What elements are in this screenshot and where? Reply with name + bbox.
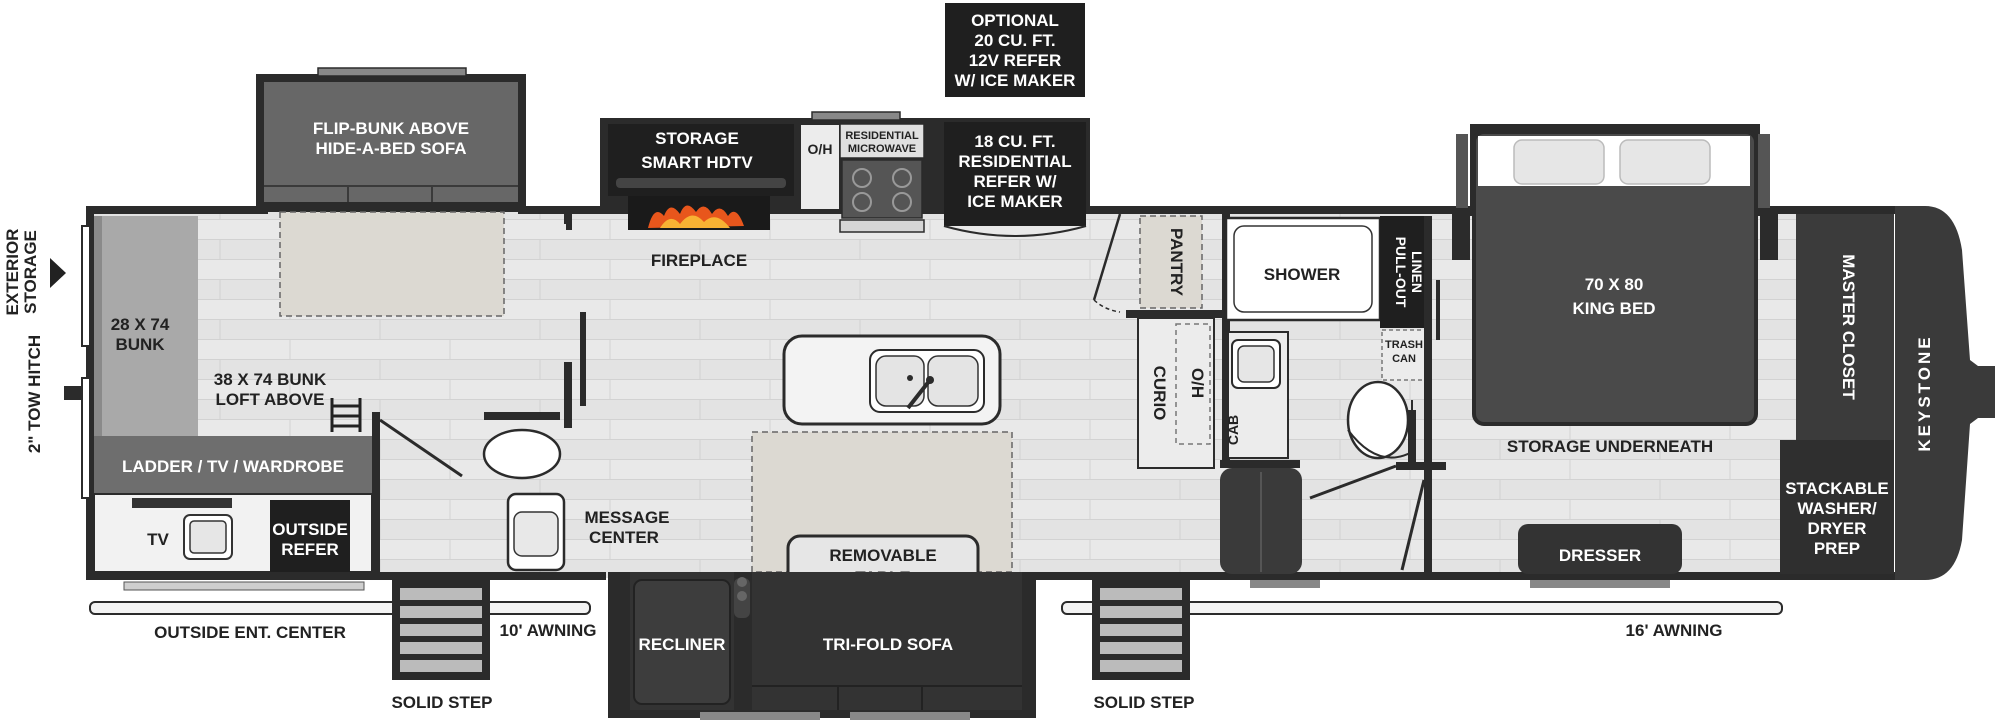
flip-bunk-label-2: HIDE-A-BED SOFA (315, 139, 466, 158)
outside-refer-label-2: REFER (281, 540, 339, 559)
linen-label-1: PULL-OUT (1393, 237, 1409, 308)
outside-refer-label-1: OUTSIDE (272, 520, 348, 539)
message-center-label-1: MESSAGE (584, 508, 669, 527)
pantry (1139, 215, 1203, 309)
solid-step-right-label: SOLID STEP (1093, 693, 1194, 712)
loft-label-1: 38 X 74 BUNK (214, 370, 327, 389)
hide-a-bed-extended (279, 211, 505, 317)
optional-refer (945, 3, 1085, 97)
fireplace-label: FIREPLACE (651, 251, 747, 270)
hitch-pin (64, 386, 82, 400)
washer-dryer-prep (1780, 440, 1894, 574)
washer-label-1: STACKABLE (1785, 479, 1889, 498)
microwave-label-1: RESIDENTIAL (845, 130, 919, 142)
awning-left (89, 601, 591, 615)
toilet-icon-halfbath (482, 428, 562, 480)
exterior-door-upper (81, 225, 91, 347)
optional-refer-label-1: OPTIONAL (971, 11, 1059, 30)
bed-label-1: 70 X 80 (1585, 275, 1644, 294)
oh-side-label: O/H (1188, 368, 1207, 398)
tv-label: TV (147, 530, 169, 549)
shower-label: SHOWER (1264, 265, 1341, 284)
tri-fold-sofa-label: TRI-FOLD SOFA (823, 635, 953, 654)
front-cap (1895, 206, 1995, 580)
storage-label: STORAGE (655, 129, 739, 148)
washer-label-3: DRYER (1808, 519, 1867, 538)
microwave-label-2: MICROWAVE (848, 143, 916, 155)
bunk-label-2: BUNK (115, 335, 165, 354)
washer-label-4: PREP (1814, 539, 1860, 558)
dresser-label: DRESSER (1559, 546, 1641, 565)
loft-label-2: LOFT ABOVE (216, 390, 325, 409)
exterior-storage-label-1: EXTERIOR (3, 229, 22, 316)
outside-refer (270, 500, 350, 572)
ladder-label: LADDER / TV / WARDROBE (122, 457, 344, 476)
removable-table-label-1: REMOVABLE (829, 546, 936, 565)
ladder-icon (330, 398, 362, 432)
message-center-label-2: CENTER (589, 528, 659, 547)
tow-hitch-label: 2" TOW HITCH (25, 335, 44, 453)
flip-bunk-label-1: FLIP-BUNK ABOVE (313, 119, 469, 138)
awning-left-label: 10' AWNING (500, 621, 597, 640)
exterior-door-lower (81, 377, 91, 499)
oh-top-label: O/H (808, 141, 833, 157)
cab-label: CAB (1225, 415, 1241, 445)
solid-step-left-label: SOLID STEP (391, 693, 492, 712)
bunk-label-1: 28 X 74 (111, 315, 170, 334)
optional-refer-label-4: W/ ICE MAKER (955, 71, 1076, 90)
refer-label-1: 18 CU. FT. (974, 132, 1055, 151)
awning-right (1061, 601, 1783, 615)
closet-label: MASTER CLOSET (1839, 254, 1858, 400)
exterior-storage-arrow (50, 258, 66, 288)
pillow-right (1619, 139, 1711, 185)
solid-step-right (1092, 580, 1190, 680)
king-bed (1472, 130, 1758, 426)
curio-label: CURIO (1150, 366, 1169, 421)
residential-refer (944, 122, 1086, 226)
bunk-28x74 (94, 216, 198, 436)
refer-label-3: REFER W/ (973, 172, 1056, 191)
tv-screen (616, 178, 786, 188)
brand-logo: KEYSTONE (1915, 334, 1934, 451)
outside-ent-center-label: OUTSIDE ENT. CENTER (154, 623, 346, 642)
flip-bunk (264, 82, 518, 202)
linen-label-2: LINEN (1409, 251, 1425, 293)
trash-label-1: TRASH (1385, 339, 1423, 351)
trash-label-2: CAN (1392, 353, 1416, 365)
refer-label-2: RESIDENTIAL (958, 152, 1071, 171)
microwave-unit (839, 123, 925, 159)
stove-icon (841, 159, 923, 219)
oh-cabinet-top (799, 123, 841, 211)
pantry-label: PANTRY (1167, 228, 1186, 297)
pillow-left (1513, 139, 1605, 185)
dresser (1518, 524, 1682, 574)
toilet-icon-bath (1346, 380, 1410, 460)
trash-can (1381, 329, 1427, 381)
recliner-label: RECLINER (639, 635, 726, 654)
washer-label-2: WASHER/ (1797, 499, 1877, 518)
optional-refer-label-3: 12V REFER (969, 51, 1062, 70)
solid-step-left (392, 580, 490, 680)
ladder-tv-wardrobe (94, 436, 372, 494)
smart-hdtv-label: SMART HDTV (641, 153, 753, 172)
bed-label-2: KING BED (1572, 299, 1655, 318)
pull-out-linen (1380, 216, 1424, 328)
storage-underneath-label: STORAGE UNDERNEATH (1507, 437, 1713, 456)
awning-right-label: 16' AWNING (1626, 621, 1723, 640)
exterior-storage-label-2: STORAGE (21, 230, 40, 314)
refer-label-4: ICE MAKER (967, 192, 1062, 211)
master-closet (1796, 214, 1894, 440)
optional-refer-label-2: 20 CU. FT. (974, 31, 1055, 50)
